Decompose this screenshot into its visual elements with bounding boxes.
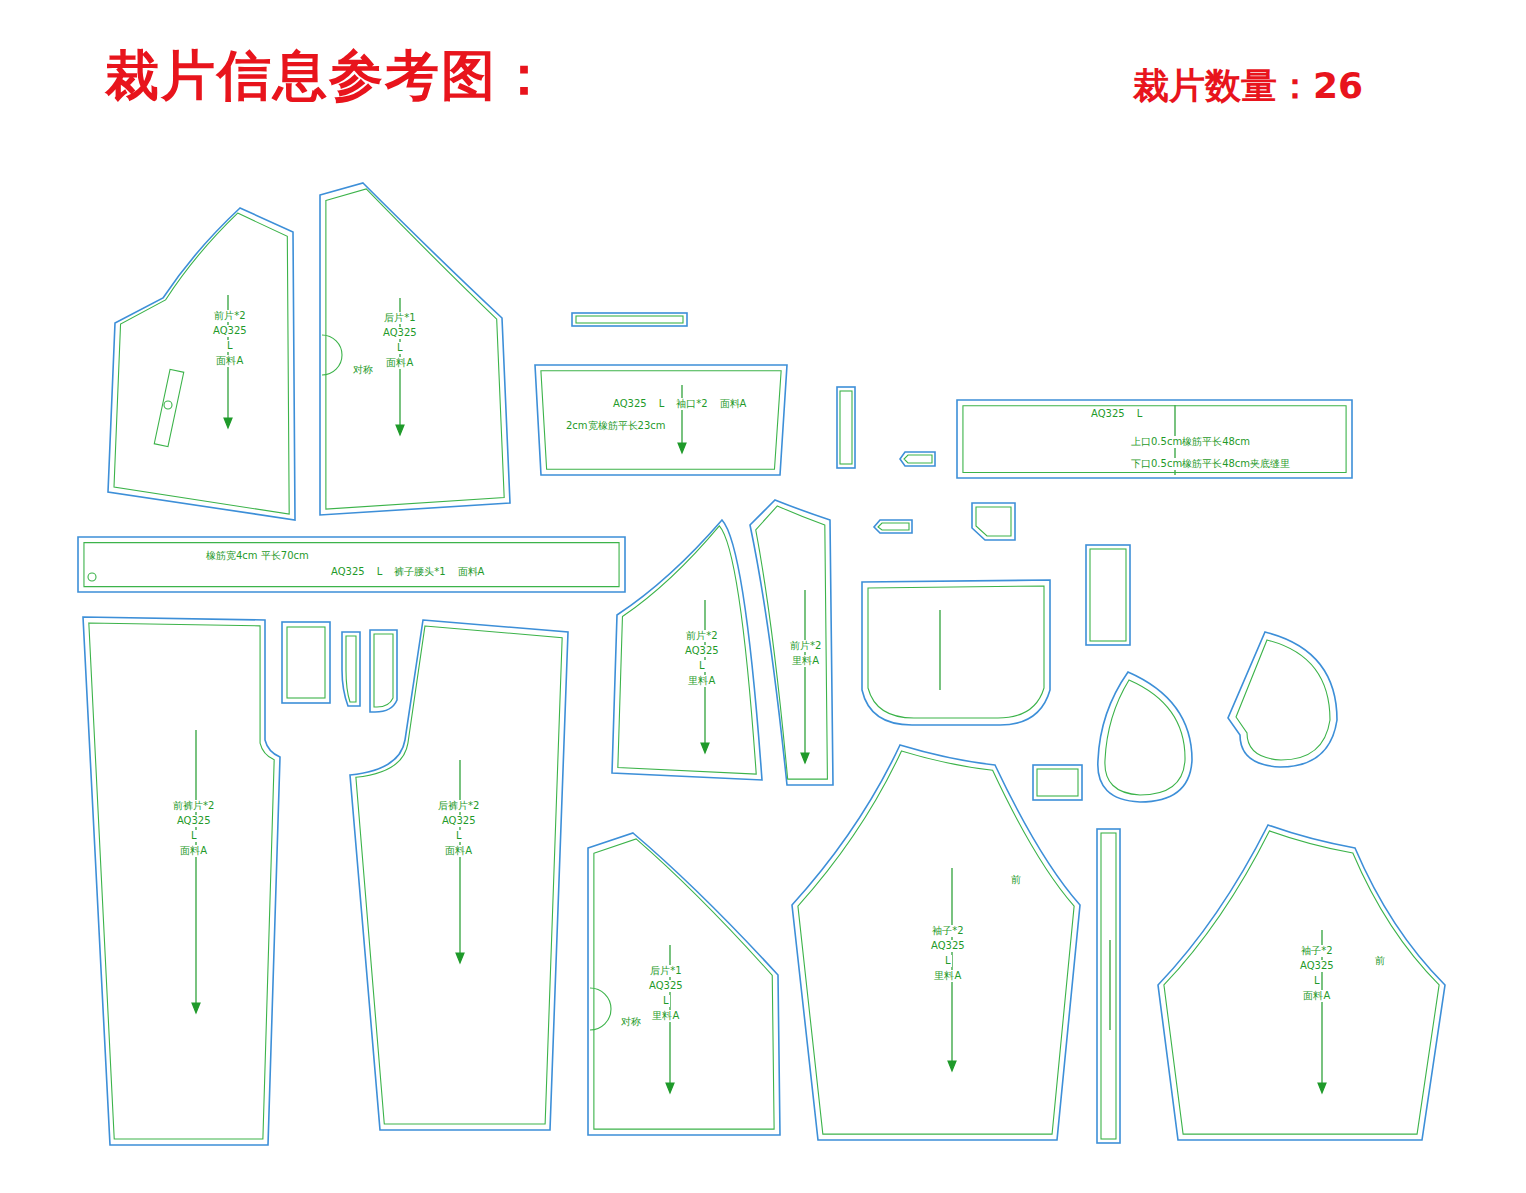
- piece-count: 裁片数量：26: [1133, 62, 1363, 111]
- piece-label: AQ325: [382, 327, 418, 339]
- piece-label: 前裤片*2: [172, 800, 215, 812]
- piece-outline: [76, 535, 628, 595]
- piece-label: L: [190, 830, 198, 842]
- piece-outline: [80, 614, 283, 1148]
- piece-label: 里料A: [687, 675, 716, 687]
- pattern-piece: AQ325 L 上口0.5cm橡筋平长48cm 下口0.5cm橡筋平长48cm夹底缝里: [955, 398, 1355, 481]
- piece-label: 袖口*2: [675, 398, 708, 410]
- pattern-piece: AQ325 L 袖口*2 面料A 2cm宽橡筋平长23cm: [533, 362, 790, 478]
- piece-label: 袖子*2: [1300, 945, 1333, 957]
- pattern-piece: 后片*1AQ325L 里料A 对称: [586, 830, 782, 1138]
- piece-label: L: [944, 955, 952, 967]
- piece-label: L: [1136, 408, 1144, 420]
- text-group: 下口0.5cm橡筋平长48cm夹底缝里: [1130, 458, 1291, 470]
- piece-label: 里料A: [791, 655, 820, 667]
- piece-label: 前片*2: [685, 630, 718, 642]
- piece-label: 对称: [352, 364, 374, 376]
- piece-outline: [586, 830, 782, 1138]
- piece-label: 下口0.5cm橡筋平长48cm夹底缝里: [1130, 458, 1291, 470]
- piece-label: AQ325: [612, 398, 648, 410]
- piece-label: AQ325: [441, 815, 477, 827]
- piece-label: 后裤片*2: [437, 800, 480, 812]
- piece-label: L: [226, 340, 234, 352]
- piece-label: AQ325: [176, 815, 212, 827]
- piece-label: AQ325: [1090, 408, 1126, 420]
- text-group: 对称: [620, 1016, 642, 1028]
- piece-label: L: [455, 830, 463, 842]
- piece-label: 面料A: [1302, 990, 1331, 1002]
- pattern-piece: 袖子*2AQ325L 面料A 前: [1156, 822, 1448, 1143]
- text-group: 袖子*2AQ325L 面料A: [1299, 945, 1335, 1002]
- text-group: 橡筋宽4cm 平长70cm: [205, 550, 310, 562]
- piece-label: 前: [1374, 955, 1386, 967]
- text-group: 前片*2AQ325L 里料A: [684, 630, 720, 687]
- piece-label: 面料A: [719, 398, 748, 410]
- piece-label: 后片*1: [649, 965, 682, 977]
- piece-label: 对称: [620, 1016, 642, 1028]
- piece-label: 前: [1010, 874, 1022, 886]
- text-group: 对称: [352, 364, 374, 376]
- piece-outline: [1156, 822, 1448, 1143]
- piece-label: 袖子*2: [931, 925, 964, 937]
- pattern-piece: 前片*2 里料A: [748, 498, 836, 788]
- piece-outline: [318, 180, 513, 518]
- text-group: AQ325 L 裤子腰头*1 面料A: [330, 566, 485, 578]
- piece-label: AQ325: [930, 940, 966, 952]
- piece-label: 面料A: [457, 566, 486, 578]
- piece-label: 2cm宽橡筋平长23cm: [565, 420, 667, 432]
- pattern-piece: 袖子*2AQ325L 里料A 前: [790, 742, 1083, 1143]
- text-group: 前片*2AQ325L 面料A: [212, 310, 248, 367]
- pattern-piece: 前片*2AQ325L 里料A: [610, 517, 765, 783]
- piece-label: AQ325: [648, 980, 684, 992]
- piece-label: 面料A: [385, 357, 414, 369]
- piece-label: 橡筋宽4cm 平长70cm: [205, 550, 310, 562]
- text-group: AQ325 L 袖口*2 面料A: [612, 398, 747, 410]
- piece-label: 后片*1: [383, 312, 416, 324]
- pattern-piece: 后裤片*2AQ325L 面料A: [348, 617, 571, 1133]
- text-group: 后片*1AQ325L 里料A: [648, 965, 684, 1022]
- piece-label: 面料A: [215, 355, 244, 367]
- page-title: 裁片信息参考图：: [105, 40, 553, 113]
- piece-label: L: [698, 660, 706, 672]
- piece-label: AQ325: [684, 645, 720, 657]
- piece-label: AQ325: [1299, 960, 1335, 972]
- piece-label: 裤子腰头*1: [393, 566, 446, 578]
- piece-outline: [108, 183, 298, 523]
- piece-label: L: [376, 566, 384, 578]
- pattern-piece: 橡筋宽4cm 平长70cmAQ325 L 裤子腰头*1 面料A: [76, 535, 628, 595]
- text-group: AQ325 L: [1090, 408, 1143, 420]
- piece-label: 面料A: [444, 845, 473, 857]
- pattern-piece: 前片*2AQ325L 面料A: [108, 183, 298, 523]
- piece-label: L: [396, 342, 404, 354]
- pattern-piece: 前裤片*2AQ325L 面料A: [80, 614, 283, 1148]
- piece-label: 上口0.5cm橡筋平长48cm: [1130, 436, 1251, 448]
- pattern-piece: 后片*1AQ325L 面料A 对称: [318, 180, 513, 518]
- text-group: 袖子*2AQ325L 里料A: [930, 925, 966, 982]
- text-group: 前片*2 里料A: [789, 640, 822, 667]
- text-group: 2cm宽橡筋平长23cm: [565, 420, 667, 432]
- piece-label: AQ325: [330, 566, 366, 578]
- piece-label: 前片*2: [213, 310, 246, 322]
- piece-label: L: [1313, 975, 1321, 987]
- piece-label: L: [658, 398, 666, 410]
- text-group: 后片*1AQ325L 面料A: [382, 312, 418, 369]
- piece-label: 里料A: [651, 1010, 680, 1022]
- piece-outline: [348, 617, 571, 1133]
- text-group: 后裤片*2AQ325L 面料A: [437, 800, 480, 857]
- text-group: 上口0.5cm橡筋平长48cm: [1130, 436, 1251, 448]
- piece-label: 前片*2: [789, 640, 822, 652]
- piece-label: AQ325: [212, 325, 248, 337]
- text-group: 前裤片*2AQ325L 面料A: [172, 800, 215, 857]
- text-group: 前: [1374, 955, 1386, 967]
- piece-label: 里料A: [933, 970, 962, 982]
- text-group: 前: [1010, 874, 1022, 886]
- piece-label: 面料A: [179, 845, 208, 857]
- piece-label: L: [662, 995, 670, 1007]
